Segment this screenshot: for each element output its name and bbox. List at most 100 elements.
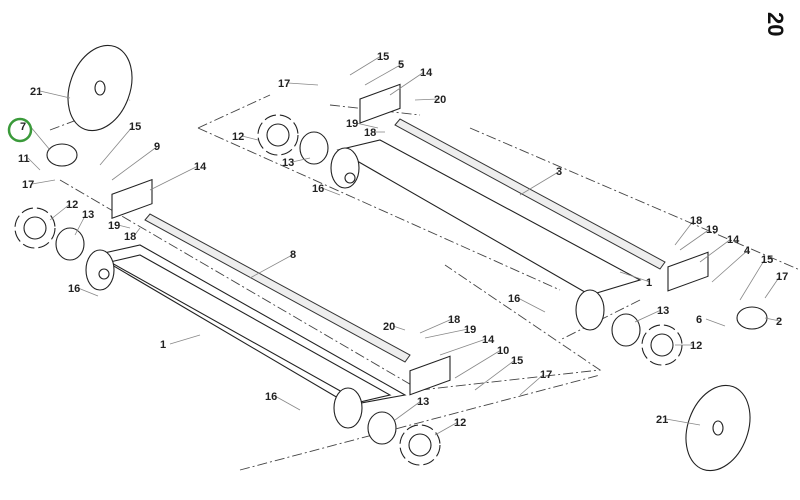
coupler-7 [46, 143, 78, 167]
part-label-11: 11 [18, 153, 30, 165]
part-label-13: 13 [82, 209, 94, 221]
part-label-15: 15 [377, 51, 389, 63]
part-label-13: 13 [282, 157, 294, 169]
roller-lower [85, 244, 407, 429]
leader-line [392, 325, 406, 331]
coupler-2 [736, 306, 768, 330]
leader-line [434, 421, 459, 436]
sleeves-13 [55, 131, 641, 445]
bracket-14-bottom [409, 355, 451, 396]
part-label-18: 18 [448, 314, 460, 326]
part-label-19: 19 [464, 324, 476, 336]
bracket-14-top [359, 83, 401, 124]
leader-line [27, 157, 41, 171]
part-label-21: 21 [30, 86, 42, 98]
leader-line [394, 400, 422, 421]
leader-line [149, 165, 199, 191]
leader-line [274, 395, 301, 411]
part-label-12: 12 [232, 131, 244, 143]
part-label-7: 7 [20, 121, 26, 133]
bracket-14-right [667, 251, 709, 292]
leader-line [287, 82, 319, 86]
leader-line [711, 249, 749, 283]
part-label-18: 18 [124, 231, 136, 243]
part-label-20: 20 [434, 94, 446, 106]
part-label-15: 15 [511, 355, 523, 367]
part-label-14: 14 [482, 334, 495, 346]
part-label-14: 14 [727, 234, 740, 246]
part-label-16: 16 [68, 283, 80, 295]
part-label-20: 20 [383, 321, 395, 333]
discs-21 [67, 44, 751, 472]
part-label-12: 12 [454, 417, 466, 429]
part-label-15: 15 [761, 254, 773, 266]
leader-line [364, 63, 403, 86]
leader-line [665, 418, 701, 426]
leader-line [349, 55, 382, 76]
part-label-19: 19 [706, 224, 718, 236]
leader-line [679, 228, 711, 251]
part-label-13: 13 [417, 396, 429, 408]
leader-line [249, 253, 295, 279]
part-label-8: 8 [290, 249, 296, 261]
leader-line [31, 179, 56, 185]
shaft-3 [394, 118, 666, 270]
part-label-16: 16 [312, 183, 324, 195]
leader-line [29, 125, 51, 151]
part-label-2: 2 [776, 316, 782, 328]
leader-line [619, 271, 651, 283]
part-label-16: 16 [265, 391, 277, 403]
leader-line [439, 338, 487, 356]
part-label-14: 14 [420, 67, 433, 79]
part-label-17: 17 [540, 369, 552, 381]
part-label-19: 19 [108, 220, 120, 232]
leader-line [74, 213, 87, 236]
part-label-16: 16 [508, 293, 520, 305]
part-label-6: 6 [696, 314, 702, 326]
part-label-12: 12 [690, 340, 702, 352]
leader-line [111, 145, 159, 181]
leader-line [517, 297, 546, 313]
leader-line [39, 90, 71, 99]
leader-line [705, 318, 726, 327]
leader-line [355, 122, 379, 129]
leader-line [414, 98, 439, 101]
part-label-9: 9 [154, 141, 160, 153]
bracket-14-left [111, 178, 153, 219]
leader-line [99, 125, 134, 166]
leader-line [241, 135, 259, 141]
part-label-4: 4 [744, 245, 751, 257]
part-label-19: 19 [346, 118, 358, 130]
leader-line [49, 203, 71, 221]
leader-line [321, 187, 341, 196]
page-number: 20 [763, 12, 788, 36]
leader-line [169, 334, 201, 345]
part-label-15: 15 [129, 121, 141, 133]
leader-line [764, 317, 781, 322]
leader-line [699, 238, 732, 263]
leader-line [634, 309, 662, 323]
part-label-10: 10 [497, 345, 509, 357]
leader-line [474, 359, 516, 391]
leader-line [674, 219, 695, 246]
part-label-1: 1 [646, 277, 652, 289]
shaft-8 [144, 213, 411, 363]
part-label-14: 14 [194, 161, 207, 173]
highlight-circle [7, 117, 33, 143]
part-label-12: 12 [66, 199, 78, 211]
part-label-3: 3 [556, 166, 562, 178]
part-label-21: 21 [656, 414, 668, 426]
leader-line [77, 287, 99, 297]
leader-line [739, 258, 766, 301]
leader-line [519, 170, 561, 196]
part-label-1: 1 [160, 339, 166, 351]
part-label-18: 18 [364, 127, 376, 139]
star-knobs-12 [14, 114, 683, 466]
part-label-5: 5 [398, 59, 404, 71]
leader-line [117, 224, 131, 229]
leader-line [133, 227, 141, 237]
leader-line [291, 157, 311, 163]
part-label-18: 18 [690, 215, 702, 227]
